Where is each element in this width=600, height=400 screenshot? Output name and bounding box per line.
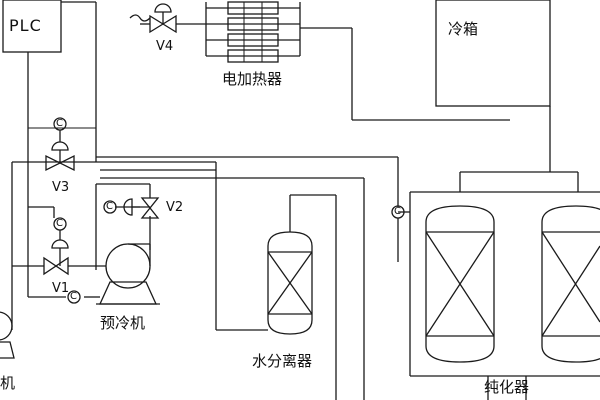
valve-v2-body: [140, 197, 160, 219]
purifier-label: 纯化器: [484, 378, 530, 396]
valve-v1-label: V1: [52, 281, 70, 296]
partial-machine-label: 机: [0, 374, 16, 392]
electric-heater: [206, 1, 300, 63]
valve-v2-label: V2: [166, 200, 184, 215]
gauge-icon: [103, 200, 117, 214]
cold-box-label: 冷箱: [448, 20, 479, 38]
electric-heater-label: 电加热器: [222, 70, 283, 88]
gauge-label: C: [70, 291, 77, 302]
gauge-label: C: [56, 118, 63, 129]
purifier-column-left: [425, 205, 495, 363]
valve-v4-actuator: [154, 3, 172, 13]
valve-v2-actuator: [123, 198, 133, 216]
valve-v1-body: [43, 256, 69, 276]
gauge-icon: [391, 205, 405, 219]
valve-v4-label: V4: [156, 39, 174, 54]
purifier-column-right: [541, 205, 600, 363]
gauge-label: C: [394, 206, 401, 217]
valve-v3-label: V3: [52, 180, 70, 195]
gauge-label: C: [106, 201, 113, 212]
cold-box: [435, 0, 551, 107]
valve-v3-actuator: [51, 141, 69, 151]
plc-box: [2, 0, 62, 53]
valve-v1-actuator: [51, 239, 69, 249]
partial-machine-left: [0, 311, 15, 359]
vent-squiggle-icon: [129, 14, 151, 22]
precooler-label: 预冷机: [100, 314, 146, 332]
precooler-pump: [96, 243, 160, 305]
valve-v3-body: [45, 154, 75, 172]
water-separator: [267, 231, 313, 335]
plc-label: PLC: [9, 16, 42, 35]
gauge-label: C: [56, 218, 63, 229]
valve-v4-body: [149, 14, 177, 34]
gauge-icon: [67, 290, 81, 304]
water-separator-label: 水分离器: [252, 352, 313, 370]
